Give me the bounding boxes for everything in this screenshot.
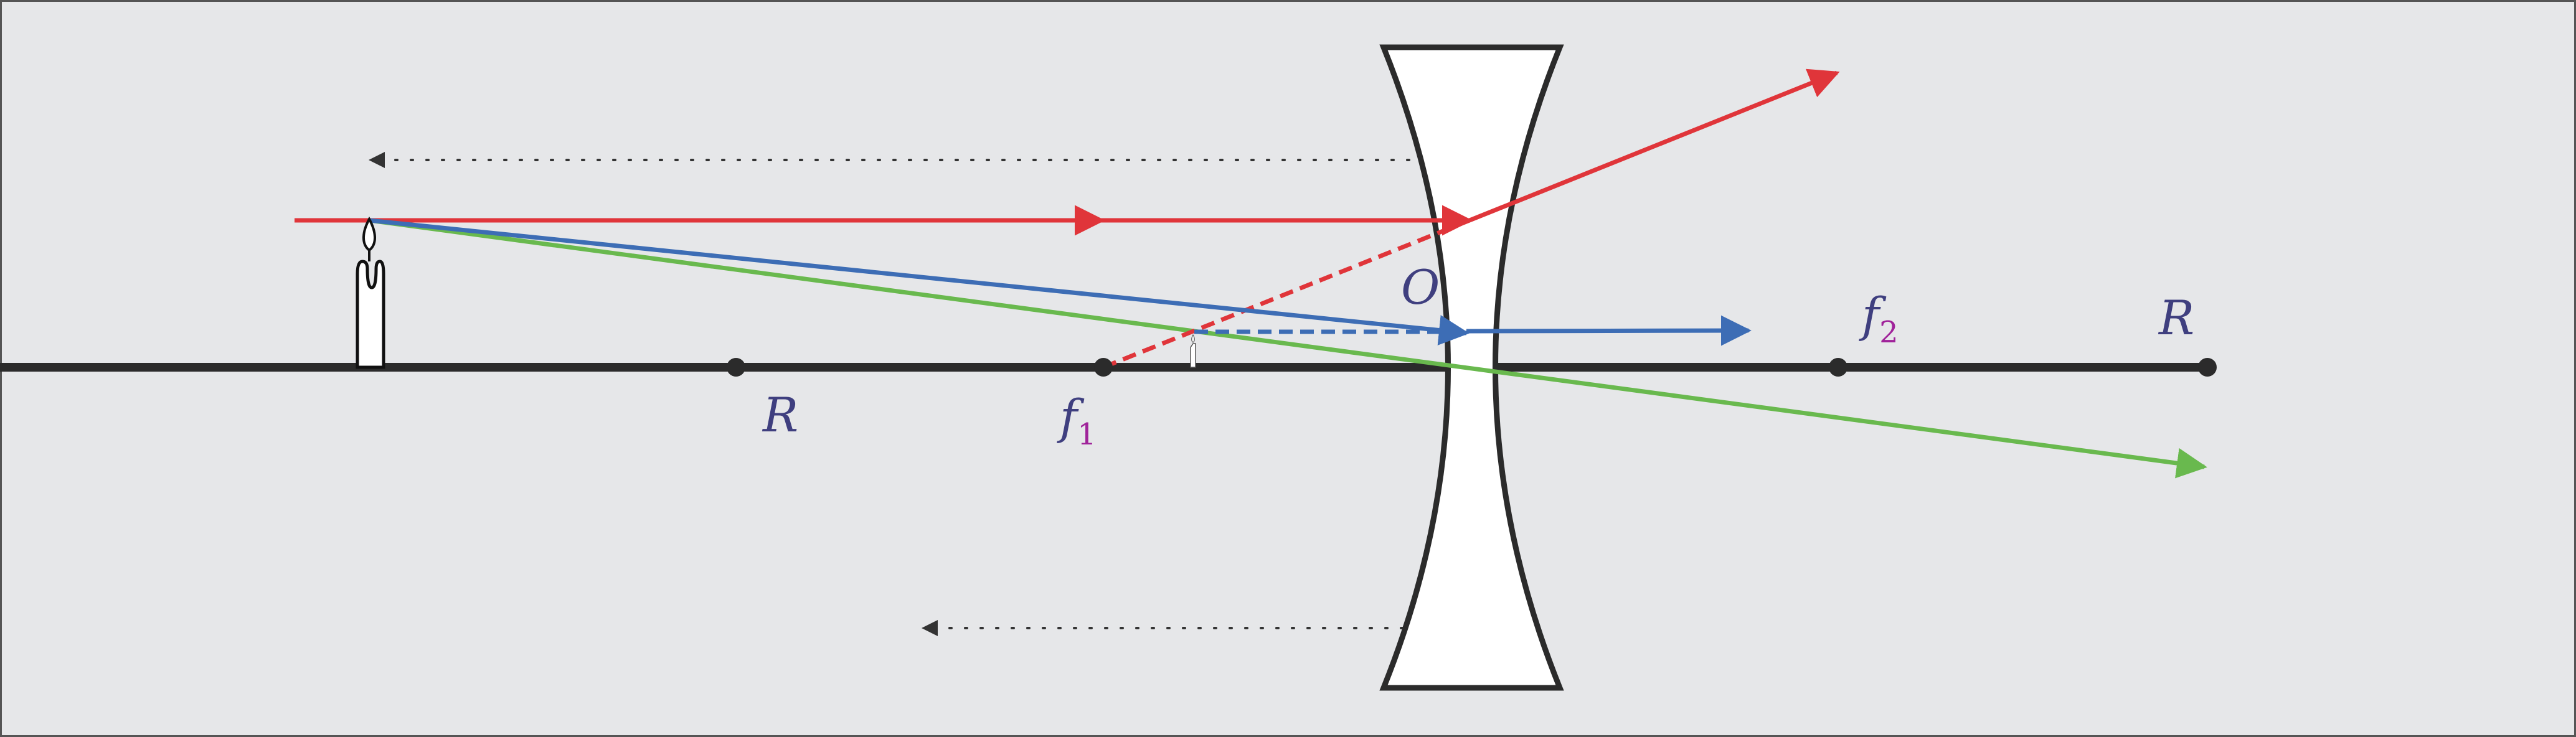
ray-red-virtual-extension <box>1102 218 1471 370</box>
ray-green <box>369 218 2207 479</box>
candle-object <box>356 216 385 369</box>
point-f2 <box>1829 358 1847 377</box>
ray-red <box>295 68 1840 236</box>
label-R-right: R <box>2158 290 2194 345</box>
point-R-right <box>2198 358 2217 377</box>
point-R-left <box>727 358 745 377</box>
candle-image <box>1190 334 1196 368</box>
ray-blue <box>369 218 1752 346</box>
point-f1 <box>1094 358 1113 377</box>
label-O: O <box>1401 260 1440 315</box>
label-R-left: R <box>762 387 798 443</box>
